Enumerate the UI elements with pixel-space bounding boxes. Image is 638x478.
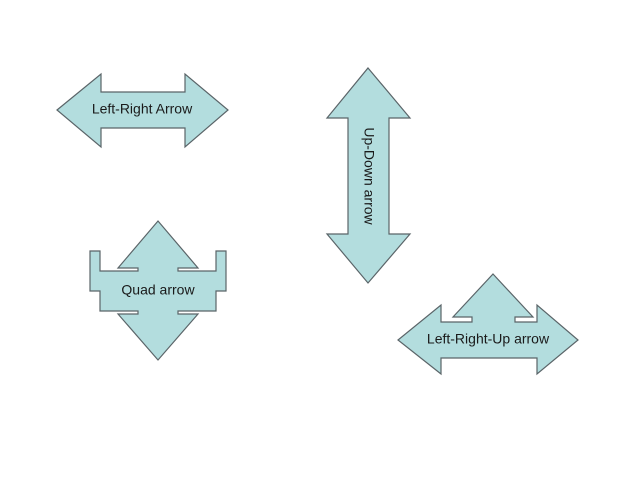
shape-up-down-arrow[interactable]: Up-Down arrow [325, 67, 412, 284]
left-right-up-arrow-outline[interactable] [397, 273, 579, 376]
shape-left-right-up-arrow[interactable]: Left-Right-Up arrow [397, 273, 579, 376]
quad-arrow-label: Quad arrow [121, 282, 195, 298]
shape-quad-arrow[interactable]: Quad arrow [89, 220, 227, 361]
left-right-arrow-label: Left-Right Arrow [92, 101, 193, 117]
left-right-arrow-outline[interactable] [56, 72, 229, 149]
shape-left-right-arrow[interactable]: Left-Right Arrow [56, 72, 229, 149]
left-right-up-arrow-label: Left-Right-Up arrow [427, 331, 550, 347]
up-down-arrow-outline[interactable] [325, 67, 412, 284]
up-down-arrow-label: Up-Down arrow [361, 127, 377, 225]
quad-arrow-outline[interactable] [89, 220, 227, 361]
